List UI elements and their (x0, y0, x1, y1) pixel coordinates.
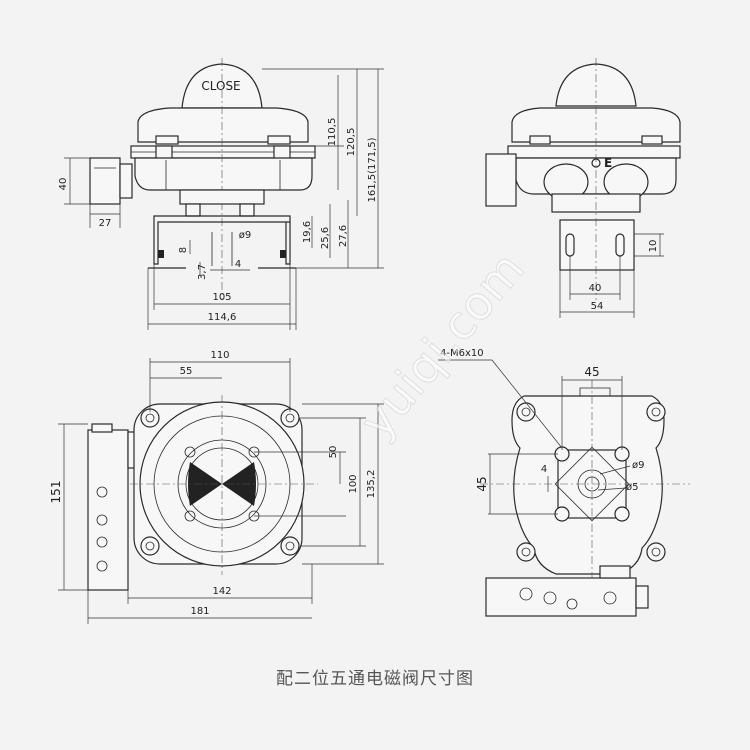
dim-phi9: ø9 (239, 230, 251, 241)
bottom-dim-4: 4 (541, 464, 547, 475)
front-view: CLOSE 110,5 (58, 58, 384, 330)
bottom-view: 4-M6x10 45 45 4 ø9 ø5 (438, 348, 690, 617)
bottom-dim-phi9: ø9 (632, 460, 644, 471)
lid-screw-left (155, 135, 179, 145)
top-dim-110: 110 (210, 350, 229, 361)
ground-mark: E (604, 156, 612, 170)
dome-label: CLOSE (201, 79, 240, 93)
side-dim-10: 10 (648, 240, 659, 253)
dim-3-7: 3,7 (197, 264, 208, 280)
dim-114-6: 114,6 (208, 312, 237, 323)
dim-110-5: 110,5 (327, 118, 338, 147)
top-dim-50: 50 (328, 446, 339, 459)
housing-lid (137, 107, 309, 143)
dim-105: 105 (212, 292, 231, 303)
top-dim-151: 151 (49, 481, 63, 504)
top-view: 110 55 50 100 135,2 151 142 181 (49, 350, 384, 624)
dim-19-6: 19,6 (302, 221, 313, 243)
dim-161-5: 161,5(171,5) (367, 137, 378, 202)
dim-25-6: 25,6 (320, 227, 331, 249)
bottom-holes-label: 4-M6x10 (440, 348, 484, 359)
bottom-solenoid-block (485, 577, 637, 617)
lid-screw-right (267, 135, 291, 145)
top-dim-100: 100 (348, 474, 359, 493)
bottom-dim-45-h: 45 (584, 365, 599, 379)
dim-40: 40 (58, 178, 69, 191)
dim-27-6: 27,6 (338, 225, 349, 247)
dim-27: 27 (99, 218, 112, 229)
bolt-br (280, 536, 300, 556)
bottom-dim-phi5: ø5 (626, 482, 638, 493)
dim-4: 4 (235, 259, 241, 270)
bottom-dim-45-v: 45 (475, 476, 489, 491)
bolt-bl (140, 536, 160, 556)
caption: 配二位五通电磁阀尺寸图 (276, 669, 474, 689)
housing-body (134, 157, 313, 191)
side-solenoid (485, 153, 517, 207)
side-dim-54: 54 (591, 301, 604, 312)
top-dim-181: 181 (190, 606, 209, 617)
side-dim-40: 40 (589, 283, 602, 294)
dim-8: 8 (178, 247, 189, 253)
top-dim-55: 55 (180, 366, 193, 377)
solenoid-valve (89, 157, 121, 205)
top-dim-135-2: 135,2 (366, 470, 377, 499)
shaft-block (179, 189, 265, 205)
top-solenoid-block (87, 429, 129, 591)
dim-120-5: 120,5 (346, 128, 357, 157)
side-view: E 10 40 54 (485, 58, 681, 318)
top-dim-142: 142 (212, 586, 231, 597)
leader-4-m6 (491, 359, 563, 449)
